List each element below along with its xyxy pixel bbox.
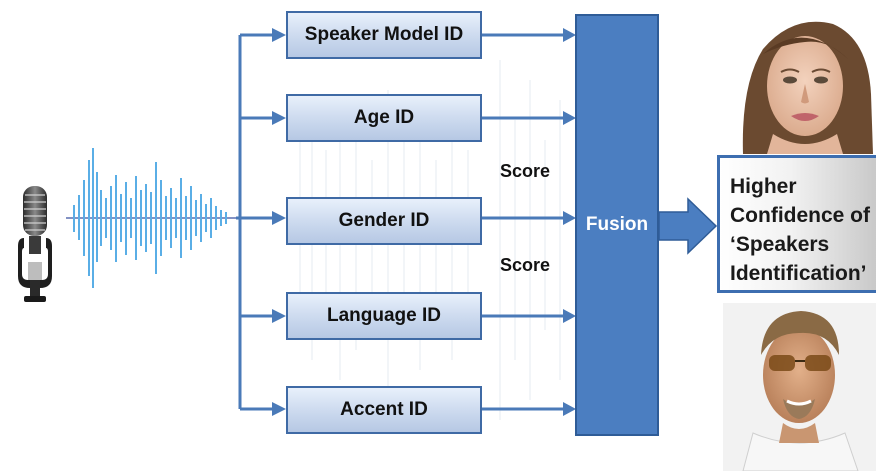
male-face-photo [723,303,876,471]
fusion-block: Fusion [575,14,659,436]
input-arrowheads [272,28,286,416]
result-line: Confidence of [730,204,870,227]
input-connectors [236,33,272,411]
score-connectors [482,33,563,411]
module-label: Speaker Model ID [304,24,464,45]
output-arrow [658,197,718,255]
language-id-box: Language ID [286,292,482,340]
module-label: Gender ID [338,210,430,231]
accent-id-box: Accent ID [286,386,482,434]
result-line: Identification’ [730,262,867,285]
score-label: Score [500,161,551,181]
module-label: Language ID [326,305,441,326]
gender-id-box: Gender ID [286,197,482,245]
result-box: Higher Confidence of ‘Speakers Identific… [717,155,876,293]
score-label: Score [500,255,551,275]
female-face-photo [733,14,876,154]
age-id-box: Age ID [286,94,482,142]
speaker-model-id-box: Speaker Model ID [286,11,482,59]
module-label: Age ID [353,107,415,128]
module-label: Accent ID [340,399,428,420]
microphone-icon [18,186,52,302]
fusion-label: Fusion [585,214,649,235]
result-line: ‘Speakers [730,233,830,256]
score-arrowheads [563,28,576,416]
result-line: Higher [730,175,797,198]
waveform-icon [66,148,240,288]
